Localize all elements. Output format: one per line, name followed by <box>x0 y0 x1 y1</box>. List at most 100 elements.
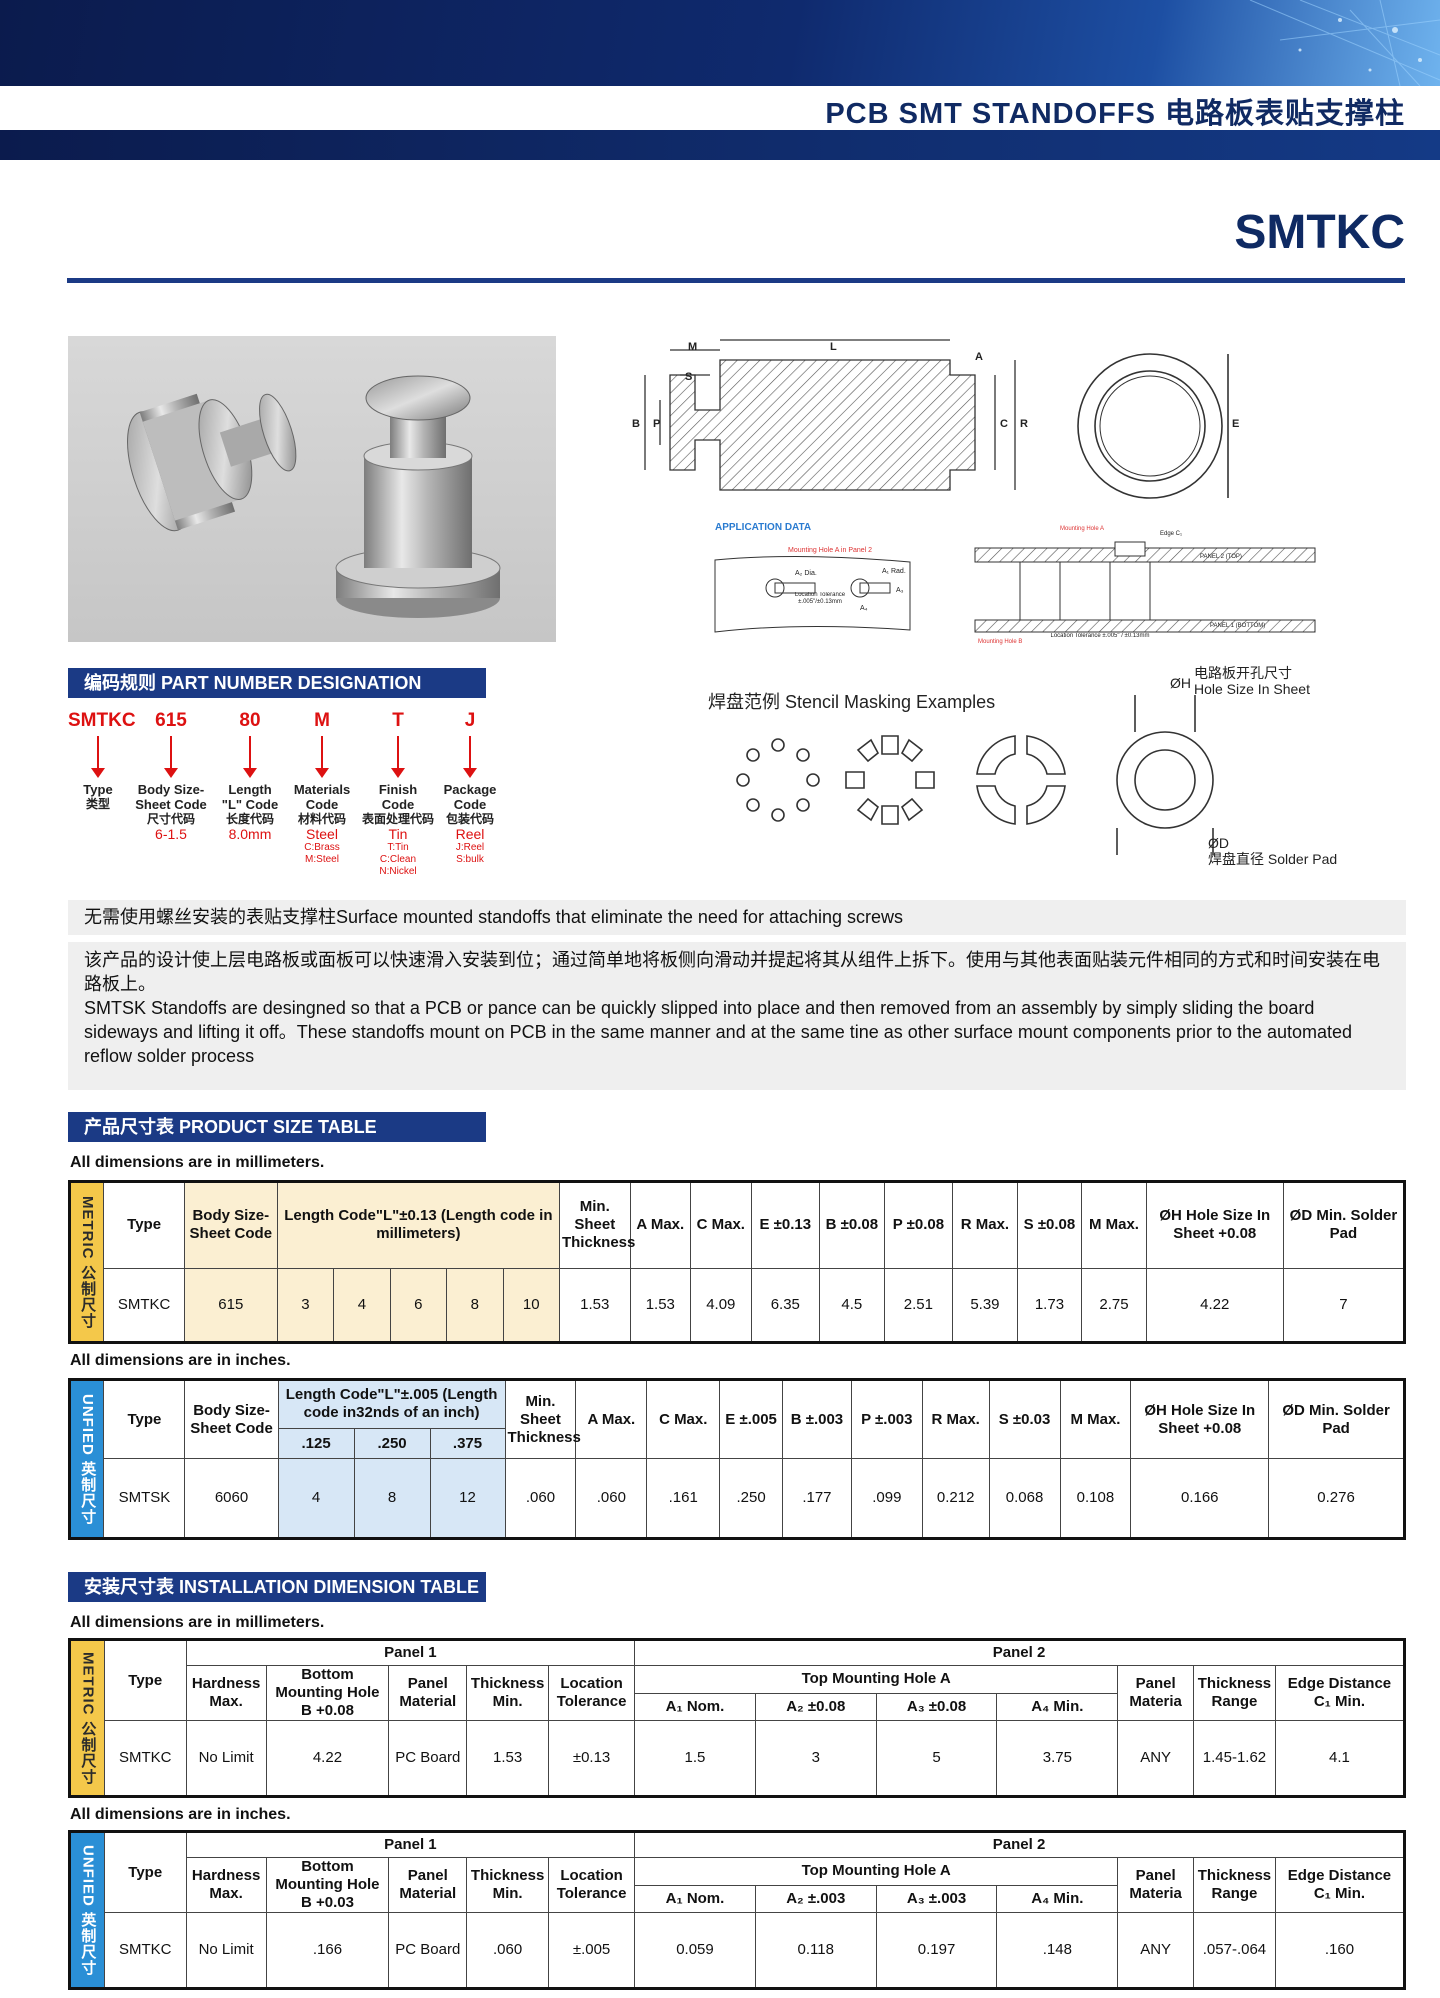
solder-pad-text: 焊盘直径 Solder Pad <box>1208 851 1338 867</box>
section-product-size: 产品尺寸表 PRODUCT SIZE TABLE <box>68 1112 486 1142</box>
page-header: PCB SMT STANDOFFS 电路板表贴支撑柱 <box>0 0 1440 160</box>
arrow-down-icon <box>243 736 257 778</box>
col-s: S ±0.03 <box>988 1378 1061 1460</box>
header-band <box>0 0 1440 86</box>
model-divider <box>67 278 1405 283</box>
col-p: P ±0.08 <box>883 1181 954 1269</box>
dim-label-b: B <box>632 418 640 430</box>
solder-pad-symbol: ØD <box>1208 835 1229 851</box>
pn-col-package: J Package Code 包装代码 Reel J:Reel S:bulk <box>443 710 497 865</box>
label-panel2-top: PANEL 2 (TOP) <box>1200 554 1242 560</box>
col-p: P ±.003 <box>850 1378 923 1460</box>
col-c: C Max. <box>690 1181 752 1269</box>
table-row: SMTKC No Limit .166 PC Board .060 ±.005 … <box>70 1912 1406 1989</box>
inch-note: All dimensions are in inches. <box>70 1352 291 1369</box>
product-size-metric-table: METRIC 公制尺寸 Type Body Size-Sheet Code Le… <box>68 1180 1406 1344</box>
dim-label-m: M <box>688 341 697 353</box>
solder-pad-label: ØD 焊盘直径 Solder Pad <box>1208 835 1337 867</box>
hole-size-symbol: ØH <box>1170 675 1191 691</box>
label-mounting-hole-a: Mounting Hole A <box>1060 526 1104 532</box>
install-metric-note: All dimensions are in millimeters. <box>70 1614 325 1631</box>
model-code: SMTKC <box>1234 206 1405 259</box>
header-decoration <box>1249 0 1440 86</box>
label-location-tolerance: Location Tolerance ±.005"/±0.13mm <box>794 592 846 605</box>
dim-label-l: L <box>830 341 837 353</box>
installation-metric-table: METRIC 公制尺寸 Type Panel 1 Panel 2 Hardnes… <box>68 1638 1406 1798</box>
col-min-sheet: Min. Sheet Thickness <box>558 1181 635 1269</box>
col-length-code: Length Code"L"±.005 (Length code in32nds… <box>277 1379 506 1429</box>
col-e: E ±.005 <box>719 1378 783 1460</box>
col-b: B ±.003 <box>782 1378 852 1460</box>
section-installation: 安装尺寸表 INSTALLATION DIMENSION TABLE <box>68 1572 486 1602</box>
col-r: R Max. <box>921 1378 990 1460</box>
label-location-tolerance-2: Location Tolerance ±.005" / ±0.13mm <box>1050 633 1150 639</box>
col-type: Type <box>103 1639 187 1721</box>
dim-label-p: P <box>653 418 660 430</box>
application-data-title: APPLICATION DATA <box>715 522 811 533</box>
label-a1-rad: A₁ Rad. <box>882 568 906 575</box>
hole-size-label-en: Hole Size In Sheet <box>1194 681 1310 697</box>
install-metric-side-label: METRIC 公制尺寸 <box>69 1639 105 1797</box>
dim-label-s: S <box>685 371 692 383</box>
col-a: A Max. <box>629 1181 692 1269</box>
table-row: SMTKC 615 3 4 6 8 10 1.53 1.53 4.09 6.35… <box>70 1267 1406 1344</box>
standoff-illustration <box>127 375 501 618</box>
col-solder-pad: ØD Min. Solder Pad <box>1282 1181 1406 1269</box>
install-unified-side-label: UNFIED 英制尺寸 <box>69 1831 105 1989</box>
metric-side-label: METRIC 公制尺寸 <box>68 1181 105 1343</box>
label-edge-c1: Edge C₁ <box>1160 531 1182 537</box>
panel1-header: Panel 1 <box>185 1831 636 1858</box>
label-a2-dia: A₂ Dia. <box>795 570 817 577</box>
col-e: E ±0.13 <box>750 1181 821 1269</box>
arrow-down-icon <box>463 736 477 778</box>
label-a4: A₄ <box>860 605 868 612</box>
label-panel1-bottom: PANEL 1 (BOTTOM) <box>1210 623 1265 629</box>
panel1-header: Panel 1 <box>185 1639 636 1666</box>
label-a3: A₃ <box>896 587 904 594</box>
part-number-designation: SMTKC Type 类型 615 Body Size-Sheet Code 尺… <box>68 710 508 890</box>
col-min-sheet: Min. Sheet Thickness <box>504 1378 581 1460</box>
pn-col-material: M Materials Code 材料代码 Steel C:Brass M:St… <box>293 710 351 865</box>
install-inch-note: All dimensions are in inches. <box>70 1806 291 1823</box>
arrow-down-icon <box>91 736 105 778</box>
dim-label-c: C <box>1000 418 1008 430</box>
table-row: SMTSK 6060 4 8 12 .060 .060 .161 .250 .1… <box>70 1458 1405 1539</box>
description-body: 该产品的设计使上层电路板或面板可以快速滑入安装到位；通过简单地将板侧向滑动并提起… <box>68 942 1406 1090</box>
label-mounting-hole-b: Mounting Hole B <box>978 639 1022 645</box>
col-length-code: Length Code"L"±0.13 (Length code in mill… <box>276 1181 560 1269</box>
col-m: M Max. <box>1081 1181 1147 1269</box>
col-s: S ±0.08 <box>1016 1181 1083 1269</box>
col-a: A Max. <box>575 1378 648 1460</box>
description-headline: 无需使用螺丝安装的表贴支撑柱Surface mounted standoffs … <box>68 900 1406 935</box>
stencil-illustration <box>736 695 1214 855</box>
arrow-down-icon <box>164 736 178 778</box>
panel2-header: Panel 2 <box>634 1639 1405 1666</box>
label-mounting-hole-panel2: Mounting Hole A in Panel 2 <box>788 547 872 554</box>
technical-drawing: M L S A B P C R E APPLICATION DATA Mount… <box>620 330 1350 660</box>
pn-col-body: 615 Body Size-Sheet Code 尺寸代码 6-1.5 <box>135 710 207 842</box>
dim-label-a: A <box>975 351 983 363</box>
table-row: SMTKC No Limit 4.22 PC Board 1.53 ±0.13 … <box>70 1720 1406 1797</box>
col-hole-size: ØH Hole Size In Sheet +0.08 <box>1145 1181 1284 1269</box>
panel2-header: Panel 2 <box>634 1831 1405 1858</box>
arrow-down-icon <box>391 736 405 778</box>
dim-label-r: R <box>1020 418 1028 430</box>
pn-col-type: SMTKC Type 类型 <box>68 710 136 811</box>
installation-inch-table: UNFIED 英制尺寸 Type Panel 1 Panel 2 Hardnes… <box>68 1830 1406 1990</box>
col-c: C Max. <box>646 1378 721 1460</box>
col-type: Type <box>103 1378 186 1460</box>
stencil-examples: ØH 电路板开孔尺寸 Hole Size In Sheet ØD 焊盘直径 So… <box>705 660 1355 900</box>
col-b: B ±0.08 <box>819 1181 885 1269</box>
product-photo <box>68 336 556 642</box>
arrow-down-icon <box>315 736 329 778</box>
col-m: M Max. <box>1059 1378 1132 1460</box>
stencil-title: 焊盘范例 Stencil Masking Examples <box>708 692 996 712</box>
section-part-number: 编码规则 PART NUMBER DESIGNATION <box>68 668 486 698</box>
pn-col-length: 80 Length "L" Code 长度代码 8.0mm <box>221 710 279 842</box>
col-type: Type <box>103 1181 185 1269</box>
col-type: Type <box>103 1831 187 1913</box>
header-title: PCB SMT STANDOFFS 电路板表贴支撑柱 <box>825 98 1405 130</box>
hole-size-label-cn: 电路板开孔尺寸 <box>1194 665 1292 681</box>
dim-label-e: E <box>1232 418 1239 430</box>
description-cn: 该产品的设计使上层电路板或面板可以快速滑入安装到位；通过简单地将板侧向滑动并提起… <box>84 950 1380 994</box>
